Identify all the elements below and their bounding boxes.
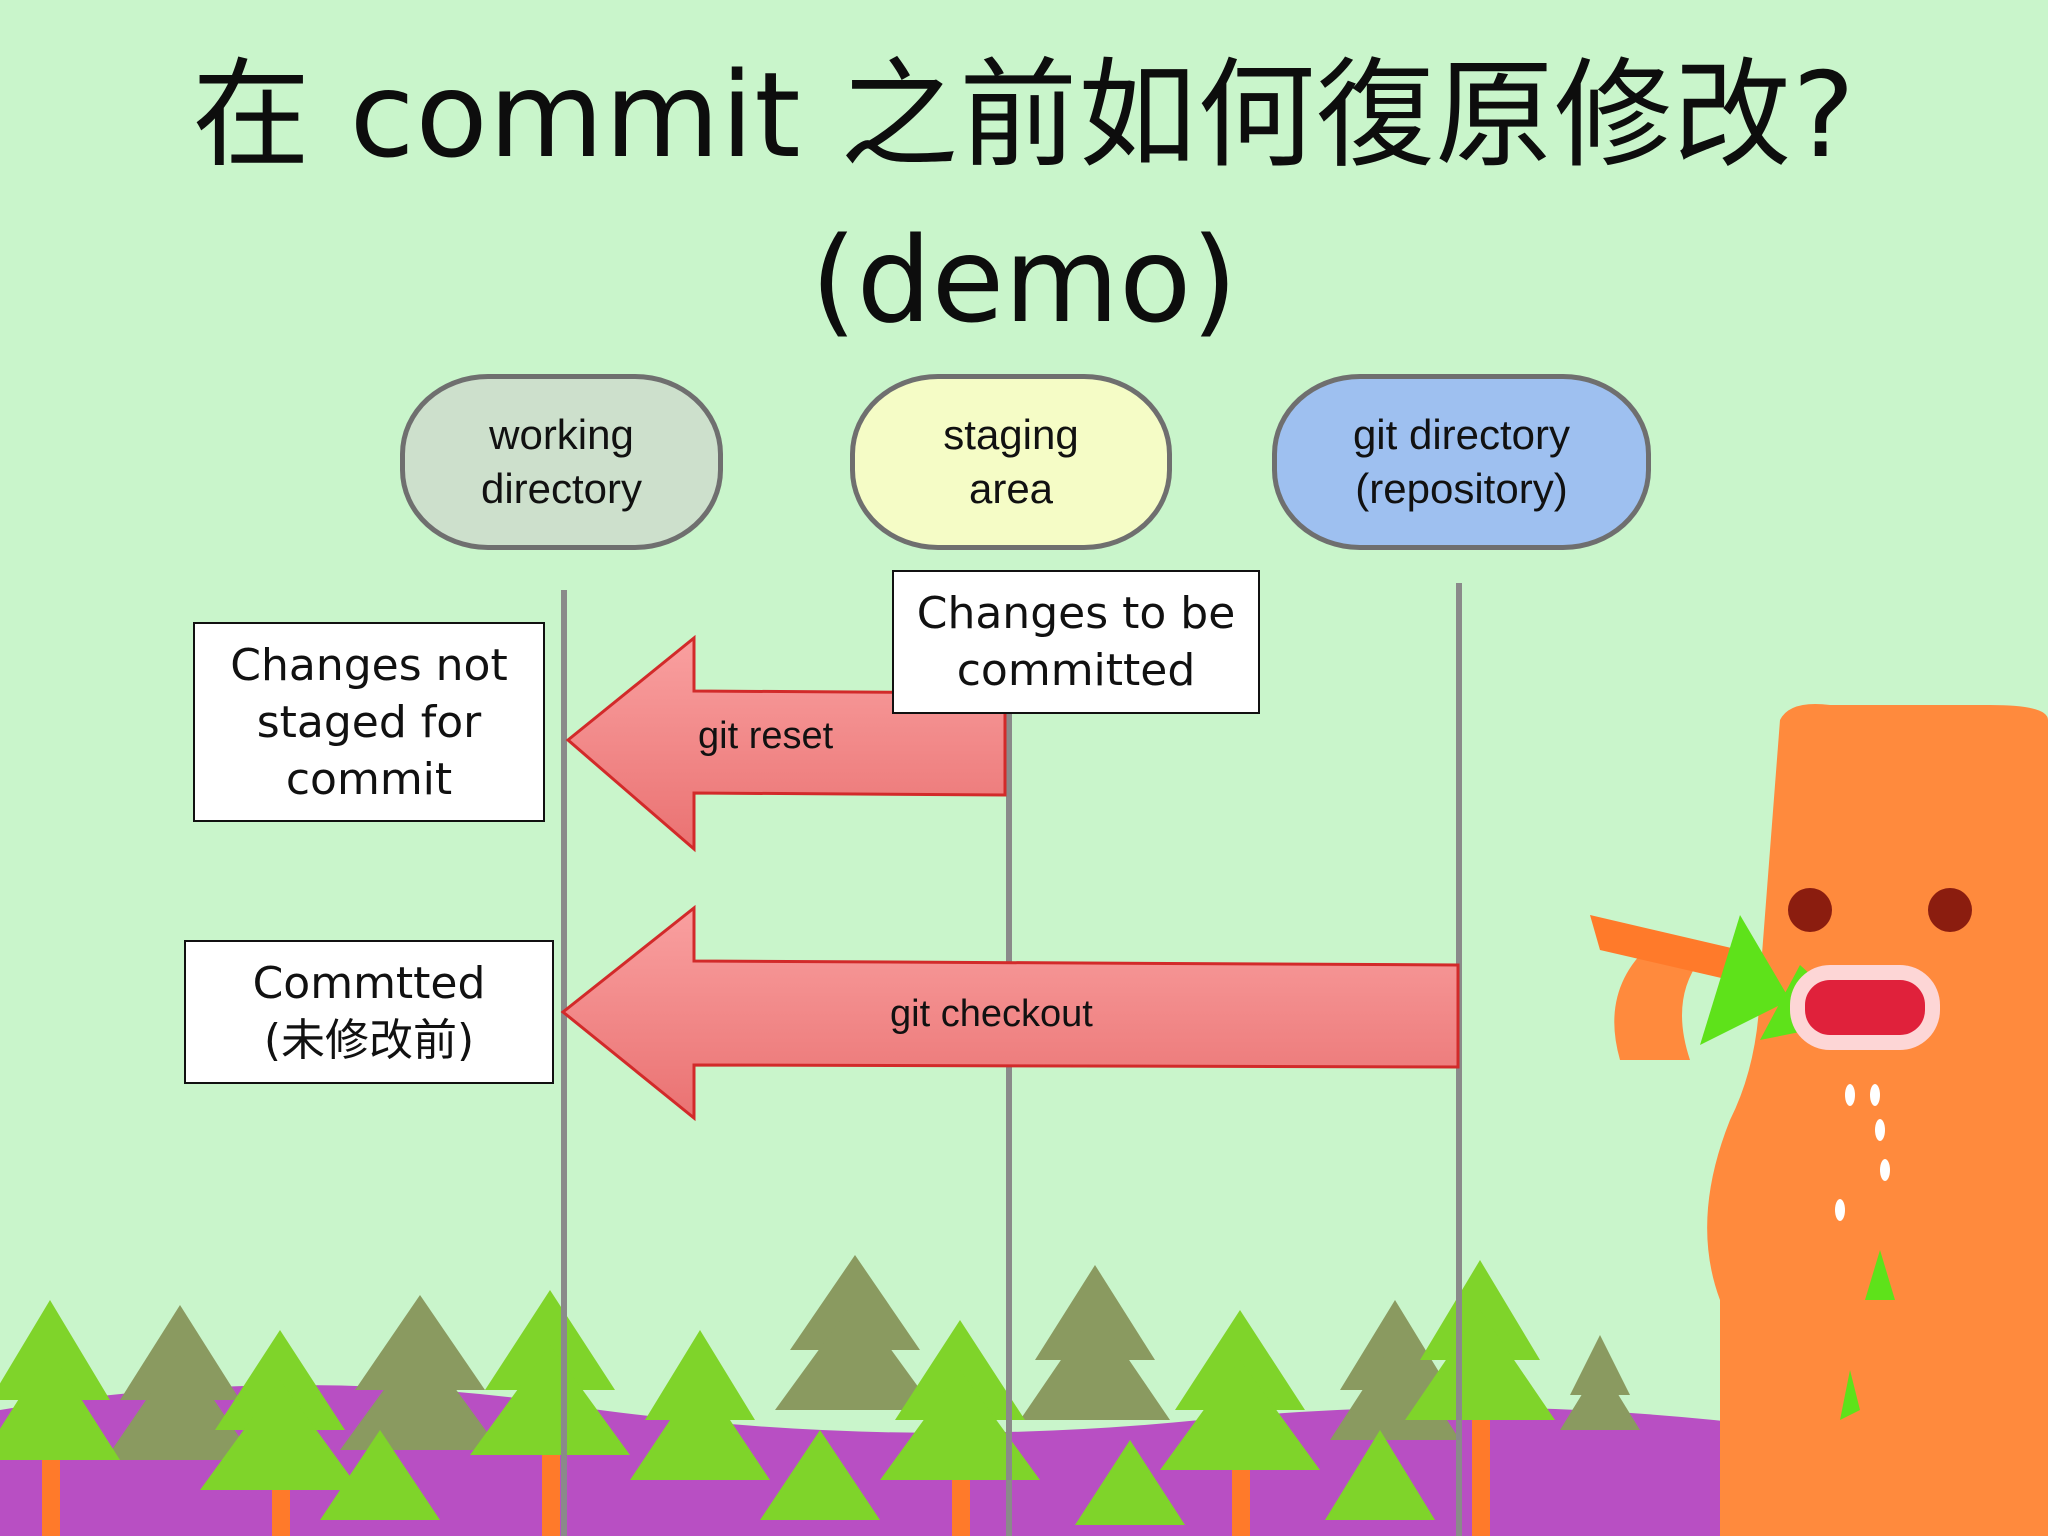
git-directory-label-1: git directory: [1352, 411, 1571, 458]
committed-line-1: Commtted: [252, 958, 486, 1009]
changes-not-staged-box: Changes not staged for commit: [193, 622, 545, 822]
git-reset-label: git reset: [698, 715, 834, 757]
to-be-committed-line-1: Changes to be: [916, 588, 1236, 639]
slide-title: 在 commit 之前如何復原修改?: [192, 46, 1856, 184]
not-staged-line-2: staged for: [256, 696, 482, 748]
staging-area-node: staging area: [850, 374, 1172, 550]
monster-illustration: [1590, 704, 2048, 1536]
forest: [0, 1255, 1640, 1525]
slide-subtitle: (demo): [810, 211, 1238, 349]
working-directory-label-2: directory: [480, 465, 643, 512]
git-directory-node: git directory (repository): [1272, 374, 1651, 550]
committed-box: Commtted (未修改前): [184, 940, 554, 1084]
working-directory-label-1: working: [489, 411, 634, 458]
git-checkout-label: git checkout: [890, 993, 1093, 1035]
working-directory-node: working directory: [400, 374, 723, 550]
changes-to-be-committed-box: Changes to be committed: [892, 570, 1260, 714]
git-reset-arrow: [565, 634, 1007, 853]
committed-line-2: (未修改前): [263, 1015, 475, 1066]
staging-area-label-2: area: [968, 465, 1054, 512]
not-staged-line-1: Changes not: [230, 639, 508, 691]
git-checkout-arrow: [560, 904, 1460, 1122]
staging-area-label-1: staging: [943, 411, 1079, 458]
staging-lifeline: [1006, 690, 1012, 1536]
working-lifeline: [561, 590, 567, 1536]
not-staged-line-3: commit: [285, 753, 453, 805]
to-be-committed-line-2: committed: [956, 645, 1196, 696]
tree-trunks: [42, 1420, 1490, 1536]
git-directory-label-2: (repository): [1355, 465, 1568, 512]
